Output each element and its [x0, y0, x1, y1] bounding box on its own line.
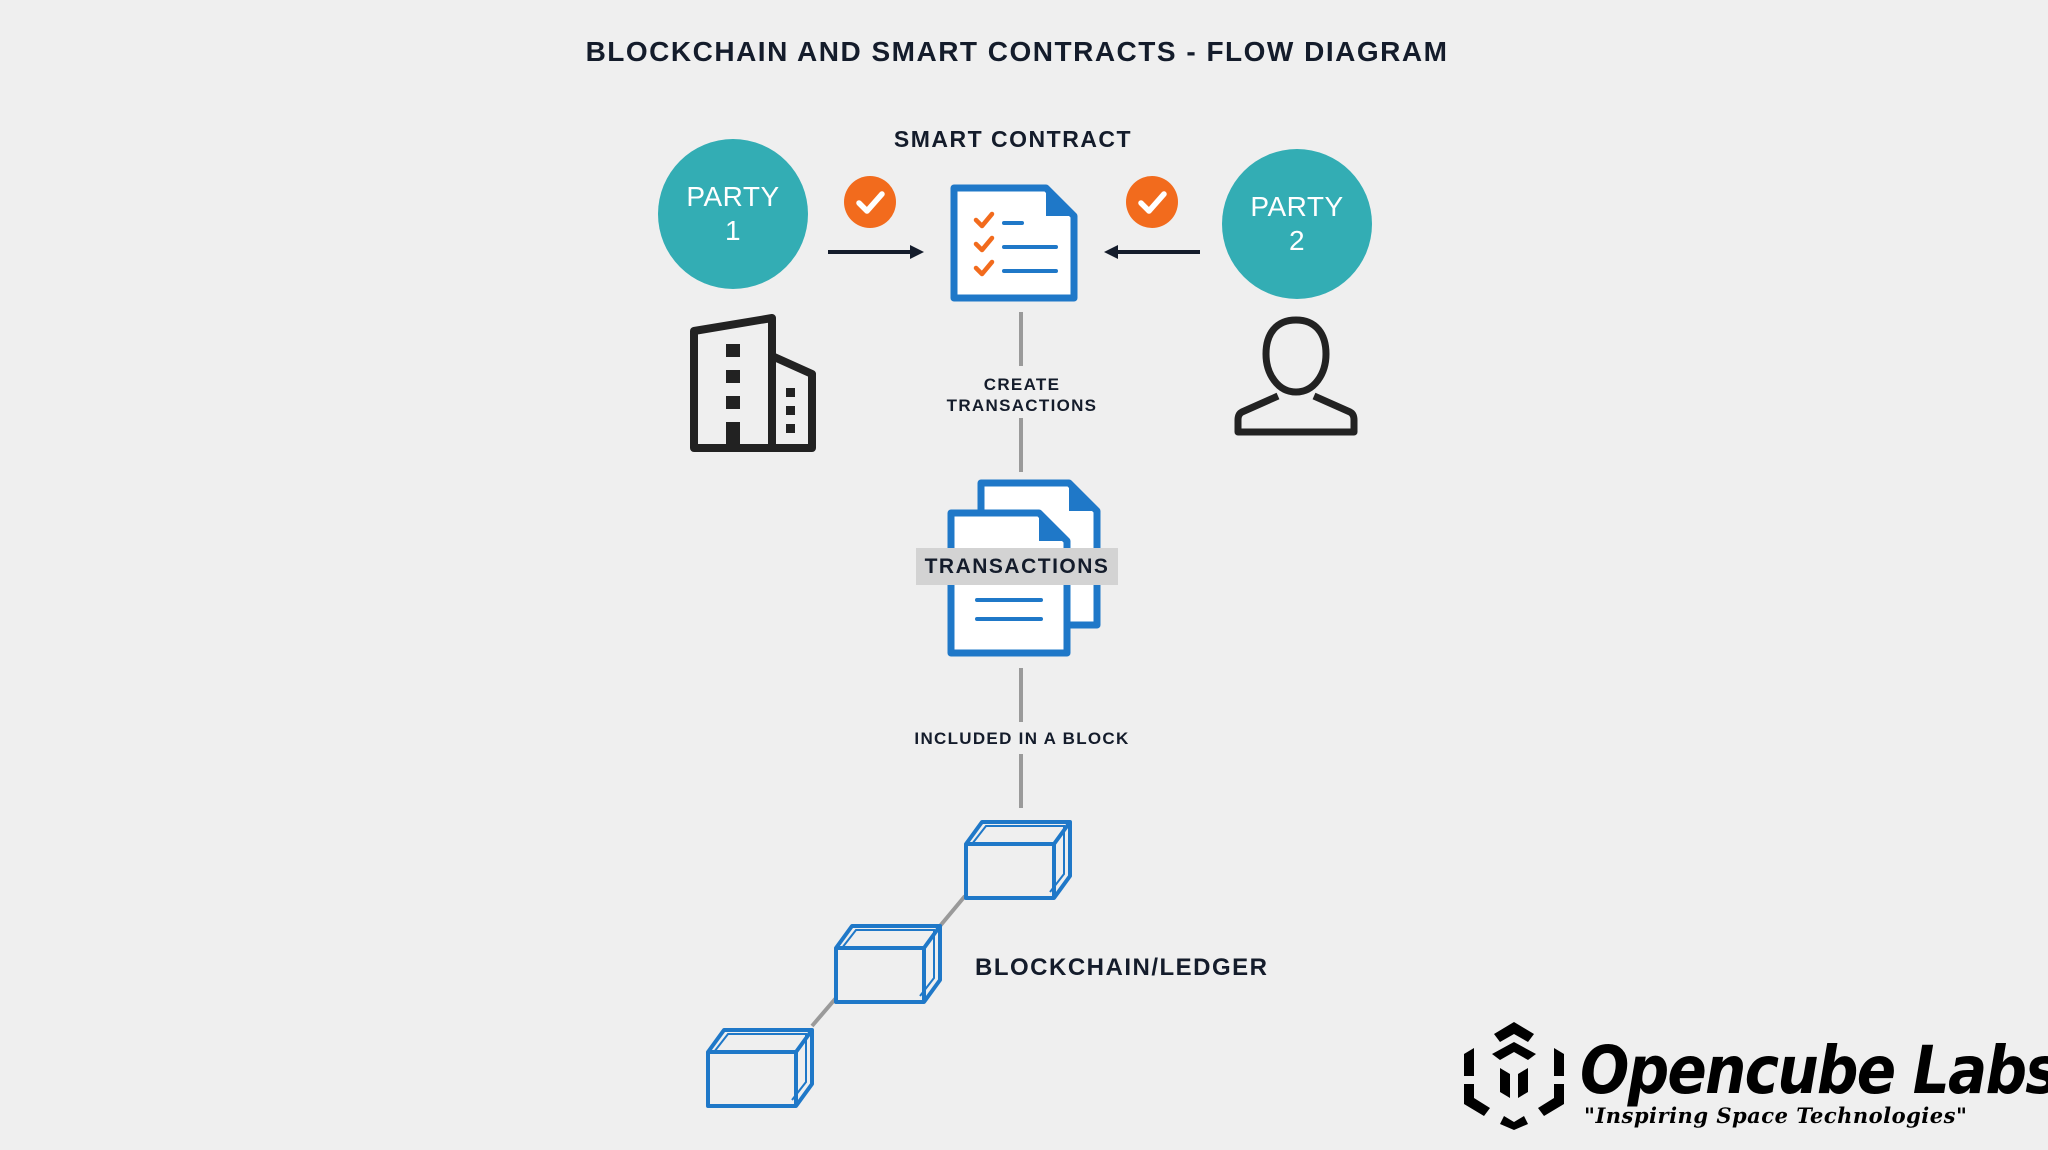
- contract-document-icon: [950, 184, 1078, 302]
- party-2-label: PARTY: [1250, 191, 1344, 222]
- create-transactions-label: CREATE TRANSACTIONS: [902, 374, 1142, 416]
- person-icon: [1234, 316, 1358, 436]
- block-cube-icon: [834, 924, 942, 1004]
- chain-link-line: [810, 894, 967, 1028]
- arrow-left-icon: [1104, 245, 1200, 259]
- connector-line: [1019, 668, 1023, 722]
- arrow-right-icon: [828, 245, 924, 259]
- opencube-logo-icon: [1464, 1022, 1564, 1130]
- blockchain-ledger-label: BLOCKCHAIN/LEDGER: [975, 954, 1269, 981]
- create-label-line2: TRANSACTIONS: [946, 396, 1098, 415]
- logo-name: Opencube Labs: [1580, 1032, 2048, 1109]
- party-2-number: 2: [1288, 225, 1306, 256]
- connector-line: [1019, 418, 1023, 472]
- connector-line: [1019, 312, 1023, 366]
- transactions-label: TRANSACTIONS: [916, 548, 1118, 585]
- smart-contract-label: SMART CONTRACT: [893, 126, 1133, 152]
- check-icon: [1126, 176, 1178, 228]
- party-1-label: PARTY: [686, 181, 780, 212]
- connector-line: [1019, 754, 1023, 808]
- included-in-block-label: INCLUDED IN A BLOCK: [914, 729, 1130, 748]
- diagram-title: BLOCKCHAIN AND SMART CONTRACTS - FLOW DI…: [585, 36, 1449, 67]
- party-1-circle: PARTY 1: [658, 139, 808, 289]
- party-1-number: 1: [724, 215, 742, 246]
- party-2-circle: PARTY 2: [1222, 149, 1372, 299]
- logo-tagline: "Inspiring Space Technologies": [1584, 1103, 1968, 1128]
- check-icon: [844, 176, 896, 228]
- block-cube-icon: [964, 820, 1072, 900]
- office-building-icon: [690, 314, 816, 452]
- create-label-line1: CREATE: [983, 375, 1061, 394]
- block-cube-icon: [706, 1028, 814, 1108]
